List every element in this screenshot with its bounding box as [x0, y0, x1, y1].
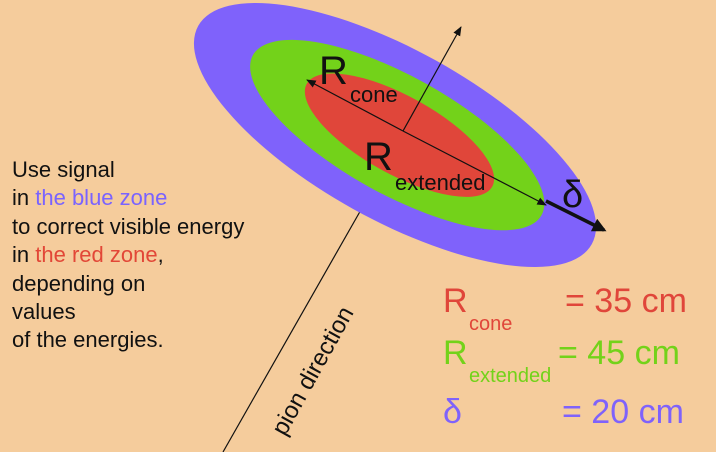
cone-axis-arrow — [402, 26, 462, 132]
note-line-7: of the energies. — [12, 327, 164, 353]
note-line-1: Use signal — [12, 157, 115, 182]
r-extended-subscript: extended — [395, 170, 486, 195]
r-cone-label: R — [319, 49, 348, 93]
delta-arrow — [545, 199, 607, 232]
note-line-3: to correct visible energy — [12, 213, 245, 239]
legend-delta-value: = 20 cm — [562, 393, 684, 431]
note-line-6: values — [12, 299, 76, 325]
red-zone-text: the red zone — [35, 242, 158, 268]
pion-direction-line — [222, 207, 363, 452]
legend-delta-main: δ — [443, 393, 462, 431]
note-line-4-prefix: in — [12, 242, 36, 268]
r-extended-label: R — [364, 135, 393, 179]
note-line-4-suffix: , — [157, 242, 164, 268]
legend-r-cone-main: R — [443, 282, 468, 320]
legend-r-cone-sub: cone — [469, 313, 512, 335]
pion-direction-label: pion direction — [267, 302, 360, 440]
note-line-2-prefix: in — [12, 185, 36, 211]
r-cone-subscript: cone — [350, 82, 398, 107]
note-line-5: depending on — [12, 270, 146, 296]
legend-r-extended-value: = 45 cm — [558, 334, 680, 372]
note-line-2: in the blue zone — [12, 184, 244, 212]
legend-r-extended-sub: extended — [469, 365, 551, 387]
blue-zone-text: the blue zone — [35, 185, 168, 211]
legend-r-extended-main: R — [443, 334, 468, 372]
note-line-4: in the red zone, — [12, 241, 244, 269]
delta-label: δ — [562, 174, 583, 216]
legend-r-cone-value: = 35 cm — [565, 282, 687, 320]
radius-extended-arrow — [402, 130, 547, 206]
explanation-text: Use signal in the blue zone to correct v… — [12, 156, 244, 355]
radius-arrow — [306, 79, 404, 132]
legend: R cone = 35 cm R extended = 45 cm δ = 20… — [443, 282, 687, 431]
